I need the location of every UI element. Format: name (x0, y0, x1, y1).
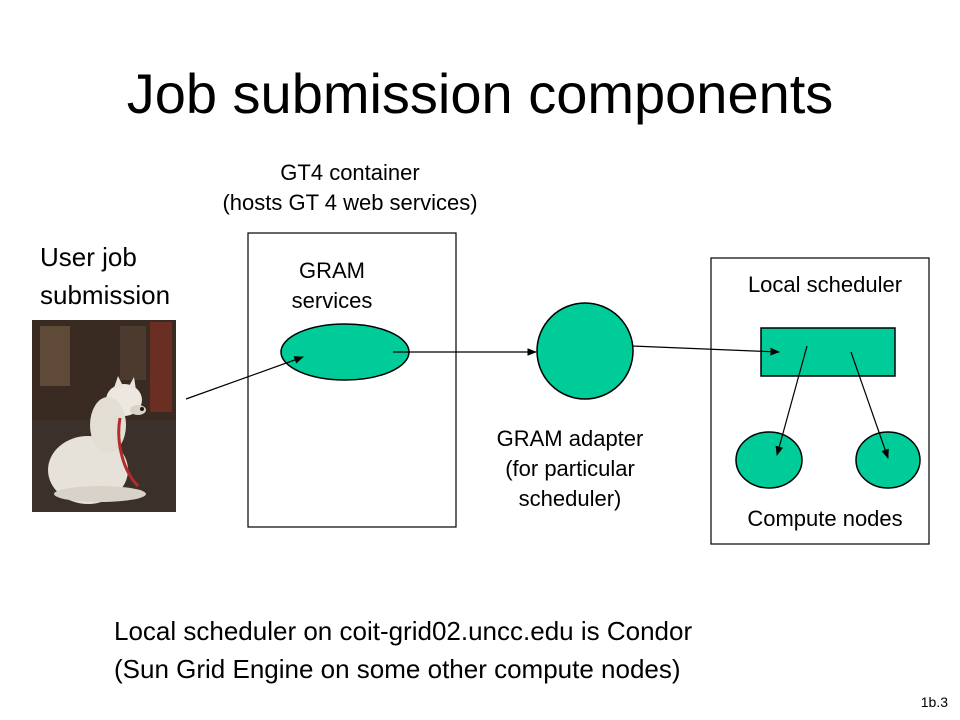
cluster-box (710, 257, 930, 545)
dog-photo (32, 320, 176, 512)
gram-adapter-label: GRAM adapter (for particular scheduler) (470, 424, 670, 514)
arrow-scheduler-to-node-left (775, 345, 808, 456)
gram-adapter-label-line3: scheduler) (518, 486, 622, 511)
footer-note-line2: (Sun Grid Engine on some other compute n… (114, 654, 681, 684)
gram-adapter-circle[interactable] (536, 302, 634, 400)
arrow-scheduler-to-node-right (850, 351, 889, 459)
gram-services-label: GRAM services (252, 256, 412, 316)
gram-adapter-label-line2: (for particular (505, 456, 635, 481)
container-label: GT4 container (hosts GT 4 web services) (170, 158, 530, 218)
compute-nodes-label: Compute nodes (747, 506, 903, 531)
gram-services-label-line2: services (291, 288, 373, 313)
user-job-label: User job submission (40, 238, 170, 314)
local-scheduler-box[interactable] (760, 327, 896, 377)
compute-node-right[interactable] (855, 431, 921, 489)
arrow-user-to-gram (185, 356, 304, 400)
container-label-line2: (hosts GT 4 web services) (222, 190, 478, 215)
container-label-line1: GT4 container (280, 160, 420, 185)
user-job-label-line1: User job (40, 242, 137, 272)
footer-note-line1: Local scheduler on coit-grid02.uncc.edu … (114, 616, 693, 646)
compute-node-left[interactable] (735, 431, 803, 489)
gram-services-label-line1: GRAM (299, 258, 365, 283)
gram-services-ellipse[interactable] (280, 323, 410, 381)
footer-note: Local scheduler on coit-grid02.uncc.edu … (114, 612, 692, 688)
slide-title: Job submission components (126, 62, 834, 125)
gram-adapter-label-line1: GRAM adapter (496, 426, 644, 451)
slide-number: 1b.3 (920, 694, 948, 710)
local-scheduler-label: Local scheduler (747, 272, 903, 297)
user-job-label-line2: submission (40, 280, 171, 310)
arrow-adapter-to-scheduler (631, 345, 780, 356)
